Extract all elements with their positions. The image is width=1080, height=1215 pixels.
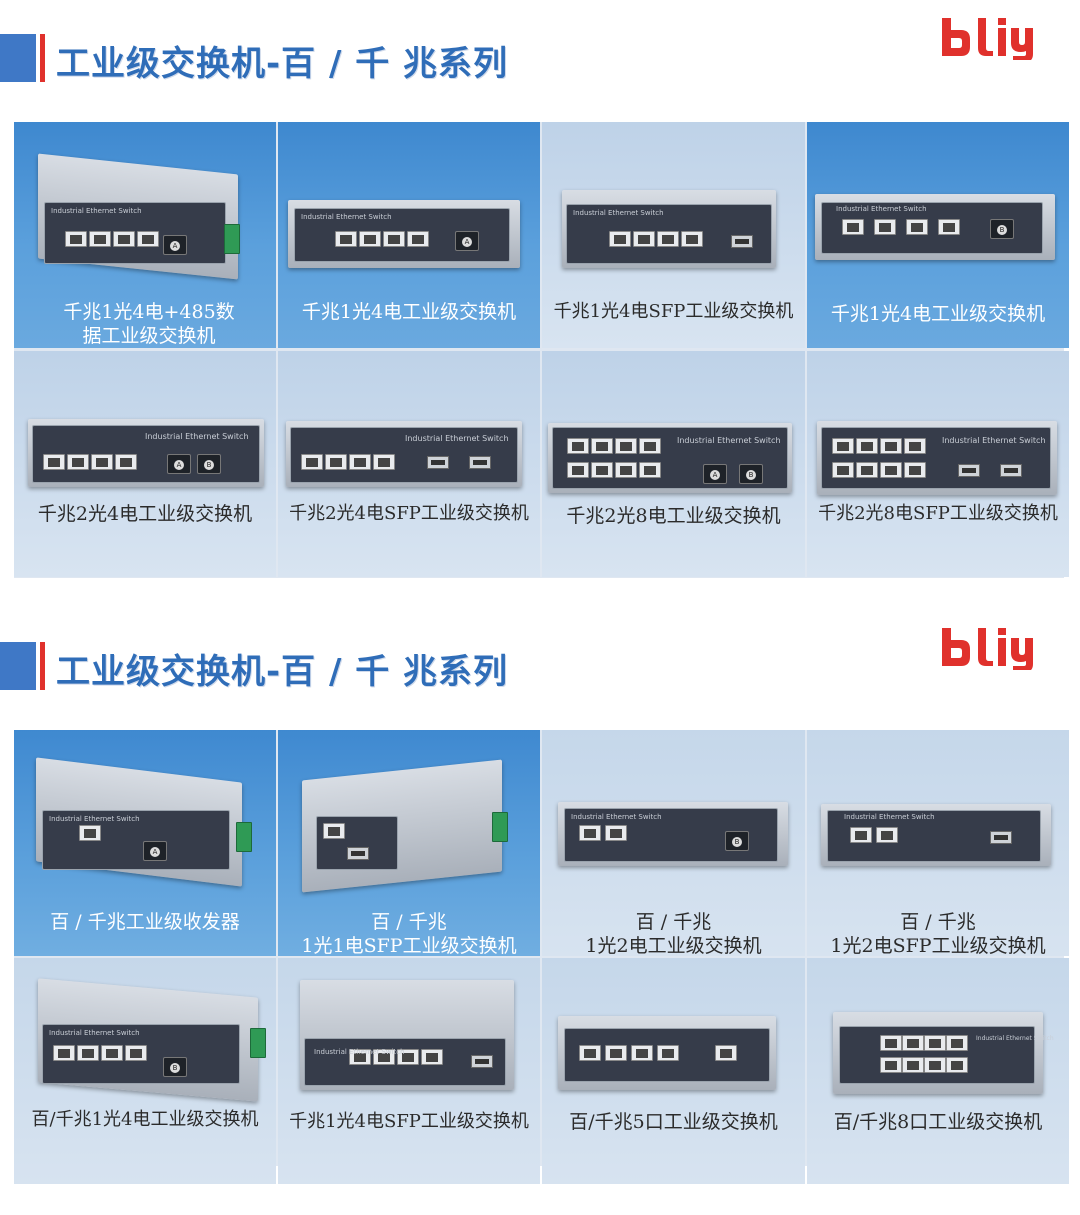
title-accent-block	[0, 642, 36, 690]
product-caption: 千兆1光4电工业级交换机	[830, 303, 1046, 325]
product-image	[302, 759, 522, 893]
title-accent-red-line	[40, 34, 45, 82]
product-card[interactable]: 百/千兆5口工业级交换机	[542, 958, 805, 1184]
product-caption: 千兆2光8电SFP工业级交换机	[818, 503, 1058, 524]
product-caption: 千兆2光8电工业级交换机	[566, 505, 781, 527]
product-image: Industrial Ethernet Switch	[833, 1012, 1054, 1098]
product-card[interactable]: Industrial Ethernet Switch A B 千兆2光8电工业级…	[542, 351, 805, 577]
title-accent-red-line	[40, 642, 45, 690]
product-caption: 千兆2光4电SFP工业级交换机	[289, 503, 529, 524]
product-caption: 千兆1光4电+485数据工业级交换机	[63, 301, 235, 347]
product-caption: 百 / 千兆 1光2电SFP工业级交换机	[830, 911, 1046, 956]
product-card[interactable]: Industrial Ethernet Switch 千兆1光4电SFP工业级交…	[278, 958, 540, 1184]
product-card[interactable]: Industrial Ethernet Switch 千兆1光4电SFP工业级交…	[542, 122, 805, 348]
product-image	[558, 1016, 788, 1096]
product-image: Industrial Ethernet Switch A	[288, 200, 528, 270]
product-image: Industrial Ethernet Switch A	[36, 757, 266, 887]
product-card[interactable]: Industrial Ethernet Switch A B 千兆2光4电工业级…	[14, 351, 276, 577]
product-image: Industrial Ethernet Switch	[300, 980, 530, 1100]
product-caption: 千兆1光4电工业级交换机	[301, 301, 517, 323]
product-card[interactable]: Industrial Ethernet Switch 千兆2光4电SFP工业级交…	[278, 351, 540, 577]
bliy-logo	[942, 628, 1033, 670]
section-2-title-bar: 工业级交换机-百 / 千 兆系列	[0, 642, 600, 702]
product-grid-2: Industrial Ethernet Switch A 百 / 千兆工业级收发…	[14, 730, 1069, 1184]
product-image: Industrial Ethernet Switch B	[38, 978, 276, 1102]
product-card[interactable]: Industrial Ethernet Switch A 百 / 千兆工业级收发…	[14, 730, 276, 956]
product-caption: 千兆2光4电工业级交换机	[37, 503, 253, 525]
product-image: Industrial Ethernet Switch A B	[548, 423, 798, 497]
section-1: 工业级交换机-百 / 千 兆系列 Industrial Ethernet Swi…	[0, 0, 1080, 578]
product-card[interactable]: Industrial Ethernet Switch A 千兆1光4电+485数…	[14, 122, 276, 348]
product-caption: 百 / 千兆 1光2电工业级交换机	[585, 911, 762, 956]
product-caption: 百 / 千兆 1光1电SFP工业级交换机	[301, 911, 517, 956]
section-1-title-bar: 工业级交换机-百 / 千 兆系列	[0, 34, 600, 94]
product-card[interactable]: Industrial Ethernet Switch B 百/千兆1光4电工业级…	[14, 958, 276, 1184]
product-caption: 千兆1光4电SFP工业级交换机	[289, 1111, 529, 1132]
product-image: Industrial Ethernet Switch	[821, 804, 1061, 870]
product-card[interactable]: 百 / 千兆 1光1电SFP工业级交换机	[278, 730, 540, 956]
product-card[interactable]: Industrial Ethernet Switch A 千兆1光4电工业级交换…	[278, 122, 540, 348]
section-title: 工业级交换机-百 / 千 兆系列	[56, 44, 509, 84]
product-card[interactable]: Industrial Ethernet Switch B 千兆1光4电工业级交换…	[807, 122, 1069, 348]
product-image: Industrial Ethernet Switch A B	[28, 419, 268, 491]
product-caption: 百/千兆8口工业级交换机	[833, 1111, 1043, 1133]
product-caption: 百/千兆1光4电工业级交换机	[31, 1109, 259, 1130]
product-image: Industrial Ethernet Switch	[817, 421, 1067, 497]
product-image: Industrial Ethernet Switch	[562, 190, 792, 270]
product-grid-1: Industrial Ethernet Switch A 千兆1光4电+485数…	[14, 122, 1069, 578]
product-card[interactable]: Industrial Ethernet Switch 千兆2光8电SFP工业级交…	[807, 351, 1069, 577]
product-image: Industrial Ethernet Switch	[286, 421, 526, 491]
product-caption: 千兆1光4电SFP工业级交换机	[553, 301, 794, 322]
section-title: 工业级交换机-百 / 千 兆系列	[56, 652, 509, 692]
bliy-logo	[942, 18, 1033, 60]
title-accent-block	[0, 34, 36, 82]
section-2: 工业级交换机-百 / 千 兆系列 Industrial Ethernet Swi…	[0, 608, 1080, 1215]
product-card[interactable]: Industrial Ethernet Switch 百 / 千兆 1光2电SF…	[807, 730, 1069, 956]
product-card[interactable]: Industrial Ethernet Switch B 百 / 千兆 1光2电…	[542, 730, 805, 956]
product-image: Industrial Ethernet Switch B	[558, 802, 798, 872]
product-caption: 百/千兆5口工业级交换机	[569, 1111, 778, 1133]
product-caption: 百 / 千兆工业级收发器	[50, 911, 240, 933]
product-card[interactable]: Industrial Ethernet Switch 百/千兆8口工业级交换机	[807, 958, 1069, 1184]
product-image: Industrial Ethernet Switch B	[815, 194, 1065, 264]
product-image: Industrial Ethernet Switch A	[38, 153, 258, 280]
